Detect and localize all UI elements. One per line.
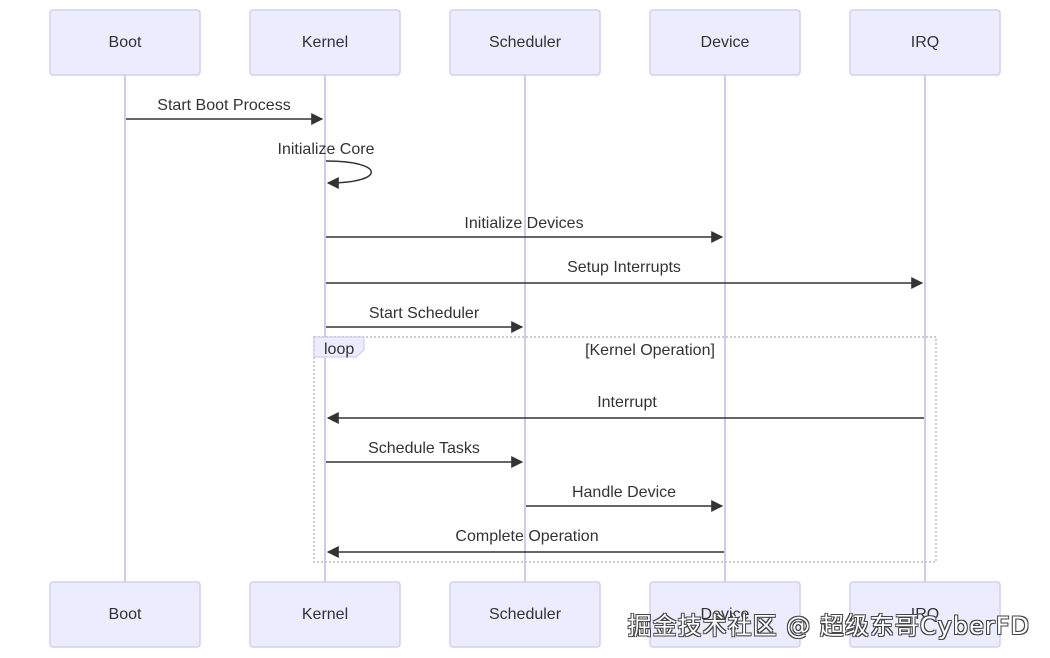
actor-label: Device xyxy=(701,606,750,623)
message-initialize-core: Initialize Core xyxy=(278,141,375,189)
message-label: Interrupt xyxy=(597,394,657,411)
message-start-scheduler: Start Scheduler xyxy=(326,305,524,333)
message-label: Schedule Tasks xyxy=(368,440,480,457)
loop-frame: loop [Kernel Operation] xyxy=(313,336,937,563)
message-label: Start Scheduler xyxy=(369,305,480,322)
message-label: Start Boot Process xyxy=(157,97,290,114)
actor-label: Boot xyxy=(109,34,142,51)
loop-keyword: loop xyxy=(324,341,354,358)
actor-label: Boot xyxy=(109,606,142,623)
actor-boot-bottom: Boot xyxy=(49,581,201,648)
actor-irq-bottom: IRQ xyxy=(849,581,1001,648)
actor-label: Kernel xyxy=(302,606,348,623)
message-label: Complete Operation xyxy=(455,528,598,545)
actor-kernel-bottom: Kernel xyxy=(249,581,401,648)
actor-scheduler-bottom: Scheduler xyxy=(449,581,601,648)
message-start-boot-process: Start Boot Process xyxy=(126,97,324,125)
actor-scheduler-top: Scheduler xyxy=(449,9,601,76)
actor-irq-top: IRQ xyxy=(849,9,1001,76)
message-interrupt: Interrupt xyxy=(326,394,924,424)
actor-kernel-top: Kernel xyxy=(249,9,401,76)
loop-condition: [Kernel Operation] xyxy=(585,342,715,359)
actor-label: IRQ xyxy=(911,34,939,51)
actor-device-bottom: Device xyxy=(649,581,801,648)
actor-label: Scheduler xyxy=(489,606,562,623)
watermark: 掘金技术社区 @ 超级东哥CyberFD xyxy=(627,612,1030,640)
message-label: Initialize Core xyxy=(278,141,375,158)
message-initialize-devices: Initialize Devices xyxy=(326,215,724,243)
message-complete-operation: Complete Operation xyxy=(326,528,724,558)
actor-label: Device xyxy=(701,34,750,51)
message-label: Handle Device xyxy=(572,484,676,501)
actor-boot-top: Boot xyxy=(49,9,201,76)
actor-label: Kernel xyxy=(302,34,348,51)
message-schedule-tasks: Schedule Tasks xyxy=(326,440,524,468)
actor-device-top: Device xyxy=(649,9,801,76)
message-handle-device: Handle Device xyxy=(526,484,724,512)
actor-label: Scheduler xyxy=(489,34,562,51)
actor-label: IRQ xyxy=(911,606,939,623)
message-label: Setup Interrupts xyxy=(567,259,681,276)
message-setup-interrupts: Setup Interrupts xyxy=(326,259,924,289)
message-label: Initialize Devices xyxy=(464,215,583,232)
